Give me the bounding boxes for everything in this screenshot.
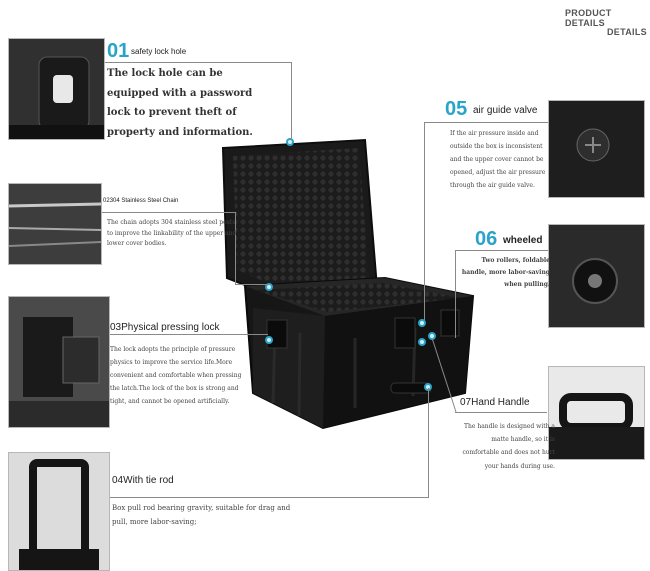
feature-07-title: 07Hand Handle — [460, 397, 530, 408]
marker-lock-hole — [286, 138, 294, 146]
feature-04-title-text: With tie rod — [123, 475, 174, 486]
photo-pressing-lock — [8, 296, 110, 428]
feature-04-title: 04With tie rod — [112, 475, 174, 486]
connector-01 — [104, 62, 292, 63]
photo-air-valve — [548, 100, 645, 198]
details-heading: DETAILS — [607, 27, 647, 37]
feature-03-title: 03Physical pressing lock — [110, 322, 220, 333]
feature-05-number: 05 — [445, 98, 468, 120]
feature-03-description: The lock adopts the principle of pressur… — [110, 346, 242, 405]
photo-chain — [8, 183, 102, 265]
photo-wheel — [548, 224, 645, 328]
marker-pressing-lock — [265, 336, 273, 344]
photo-lock-hole — [8, 38, 105, 140]
feature-01-number: 01 — [107, 40, 130, 62]
photo-hand-handle — [548, 366, 645, 460]
marker-wheel — [418, 338, 426, 346]
feature-06-number: 06 — [475, 228, 498, 250]
feature-07-description: The handle is designed with a matte hand… — [462, 423, 555, 470]
connector-03 — [108, 334, 268, 335]
connector-02-h — [235, 284, 267, 285]
connector-02 — [100, 212, 235, 213]
feature-06-title: wheeled — [503, 235, 543, 246]
feature-02-title: 02304 Stainless Steel Chain — [103, 198, 178, 204]
feature-06-description: Two rollers, foldable handle, more labor… — [461, 257, 550, 288]
feature-03-title-text: Physical pressing lock — [121, 322, 220, 333]
connector-07-diag — [431, 337, 457, 413]
feature-04-number: 04 — [112, 475, 124, 486]
feature-07-number: 07 — [460, 397, 472, 408]
connector-07 — [455, 412, 547, 413]
connector-04-v — [428, 388, 429, 498]
connector-05-v — [424, 122, 425, 320]
marker-chain — [265, 283, 273, 291]
feature-02-title-text: 304 Stainless Steel Chain — [109, 198, 179, 204]
connector-06 — [455, 250, 548, 251]
product-details-heading: PRODUCT DETAILS — [565, 8, 612, 28]
marker-air-valve — [418, 319, 426, 327]
connector-05 — [424, 122, 548, 123]
feature-02-number: 02 — [103, 198, 110, 204]
feature-01-description: The lock hole can be equipped with a pas… — [107, 68, 253, 138]
photo-tie-rod — [8, 452, 110, 571]
feature-07-title-text: Hand Handle — [471, 397, 530, 408]
connector-04 — [108, 497, 428, 498]
connector-01-v — [291, 62, 292, 140]
connector-02-v — [235, 212, 236, 284]
case-illustration — [221, 138, 475, 430]
feature-05-title: air guide valve — [473, 105, 538, 116]
connector-06-v — [455, 250, 456, 338]
feature-01-title: safety lock hole — [131, 47, 187, 56]
feature-04-description: Box pull rod bearing gravity, suitable f… — [112, 504, 291, 526]
feature-05-description: If the air pressure inside and outside t… — [450, 130, 546, 189]
feature-03-number: 03 — [110, 322, 122, 333]
feature-02-description: The chain adopts 304 stainless steel pos… — [107, 219, 237, 247]
